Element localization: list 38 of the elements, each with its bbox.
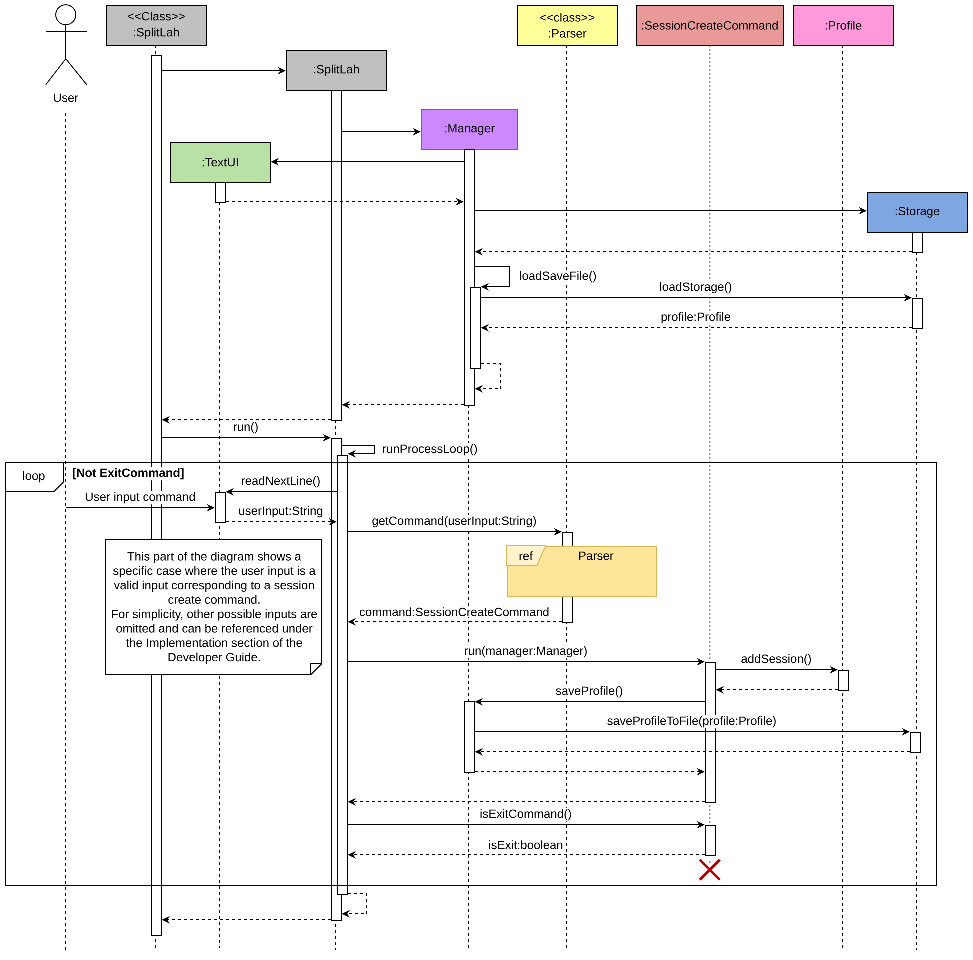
message-label: saveProfileToFile(profile:Profile)	[606, 715, 778, 729]
participant-box: <<class>> :Parser	[517, 5, 618, 46]
self-call-arrow	[342, 446, 376, 458]
participant-box: :Manager	[421, 109, 518, 150]
activation-bar	[331, 90, 342, 421]
message-label: command:SessionCreateCommand	[358, 606, 551, 618]
actor-name: User	[54, 94, 78, 102]
activation-bar	[464, 701, 475, 773]
ref-frame: ref Parser	[506, 546, 657, 597]
participant-box: :SessionCreateCommand	[636, 5, 784, 46]
message-label: readNextLine()	[240, 475, 322, 489]
activation-bar	[470, 287, 481, 369]
activation-bar	[838, 670, 850, 691]
activation-bar	[705, 825, 716, 856]
participant-box: :SplitLah	[286, 50, 387, 91]
message-label: isExit:boolean	[488, 840, 564, 850]
message-label: getCommand(userInput:String)	[371, 515, 538, 529]
activation-bar	[912, 298, 924, 329]
participant-box: :TextUI	[170, 142, 271, 183]
participant-box: <<Class>> :SplitLah	[106, 5, 207, 46]
message-label: run(manager:Manager)	[463, 645, 589, 659]
message-label: profile:Profile	[660, 311, 732, 325]
message-label: loadSaveFile()	[518, 270, 598, 284]
message-label: isExitCommand()	[479, 808, 574, 822]
message-label: saveProfile()	[554, 685, 624, 699]
participant-box: :Profile	[793, 5, 894, 46]
activation-bar	[910, 732, 922, 753]
message-label: loadStorage()	[658, 281, 734, 295]
message-label: run()	[232, 421, 260, 435]
message-label: User input command	[84, 491, 197, 505]
self-call-arrow	[474, 266, 510, 291]
message-label: userInput:String	[238, 505, 324, 519]
activation-bar	[215, 492, 226, 523]
message-label: addSession()	[740, 653, 813, 667]
message-label: runProcessLoop()	[382, 443, 479, 457]
activation-bar	[215, 182, 226, 203]
participant-box: :Storage	[867, 192, 968, 233]
activation-bar	[912, 232, 924, 253]
